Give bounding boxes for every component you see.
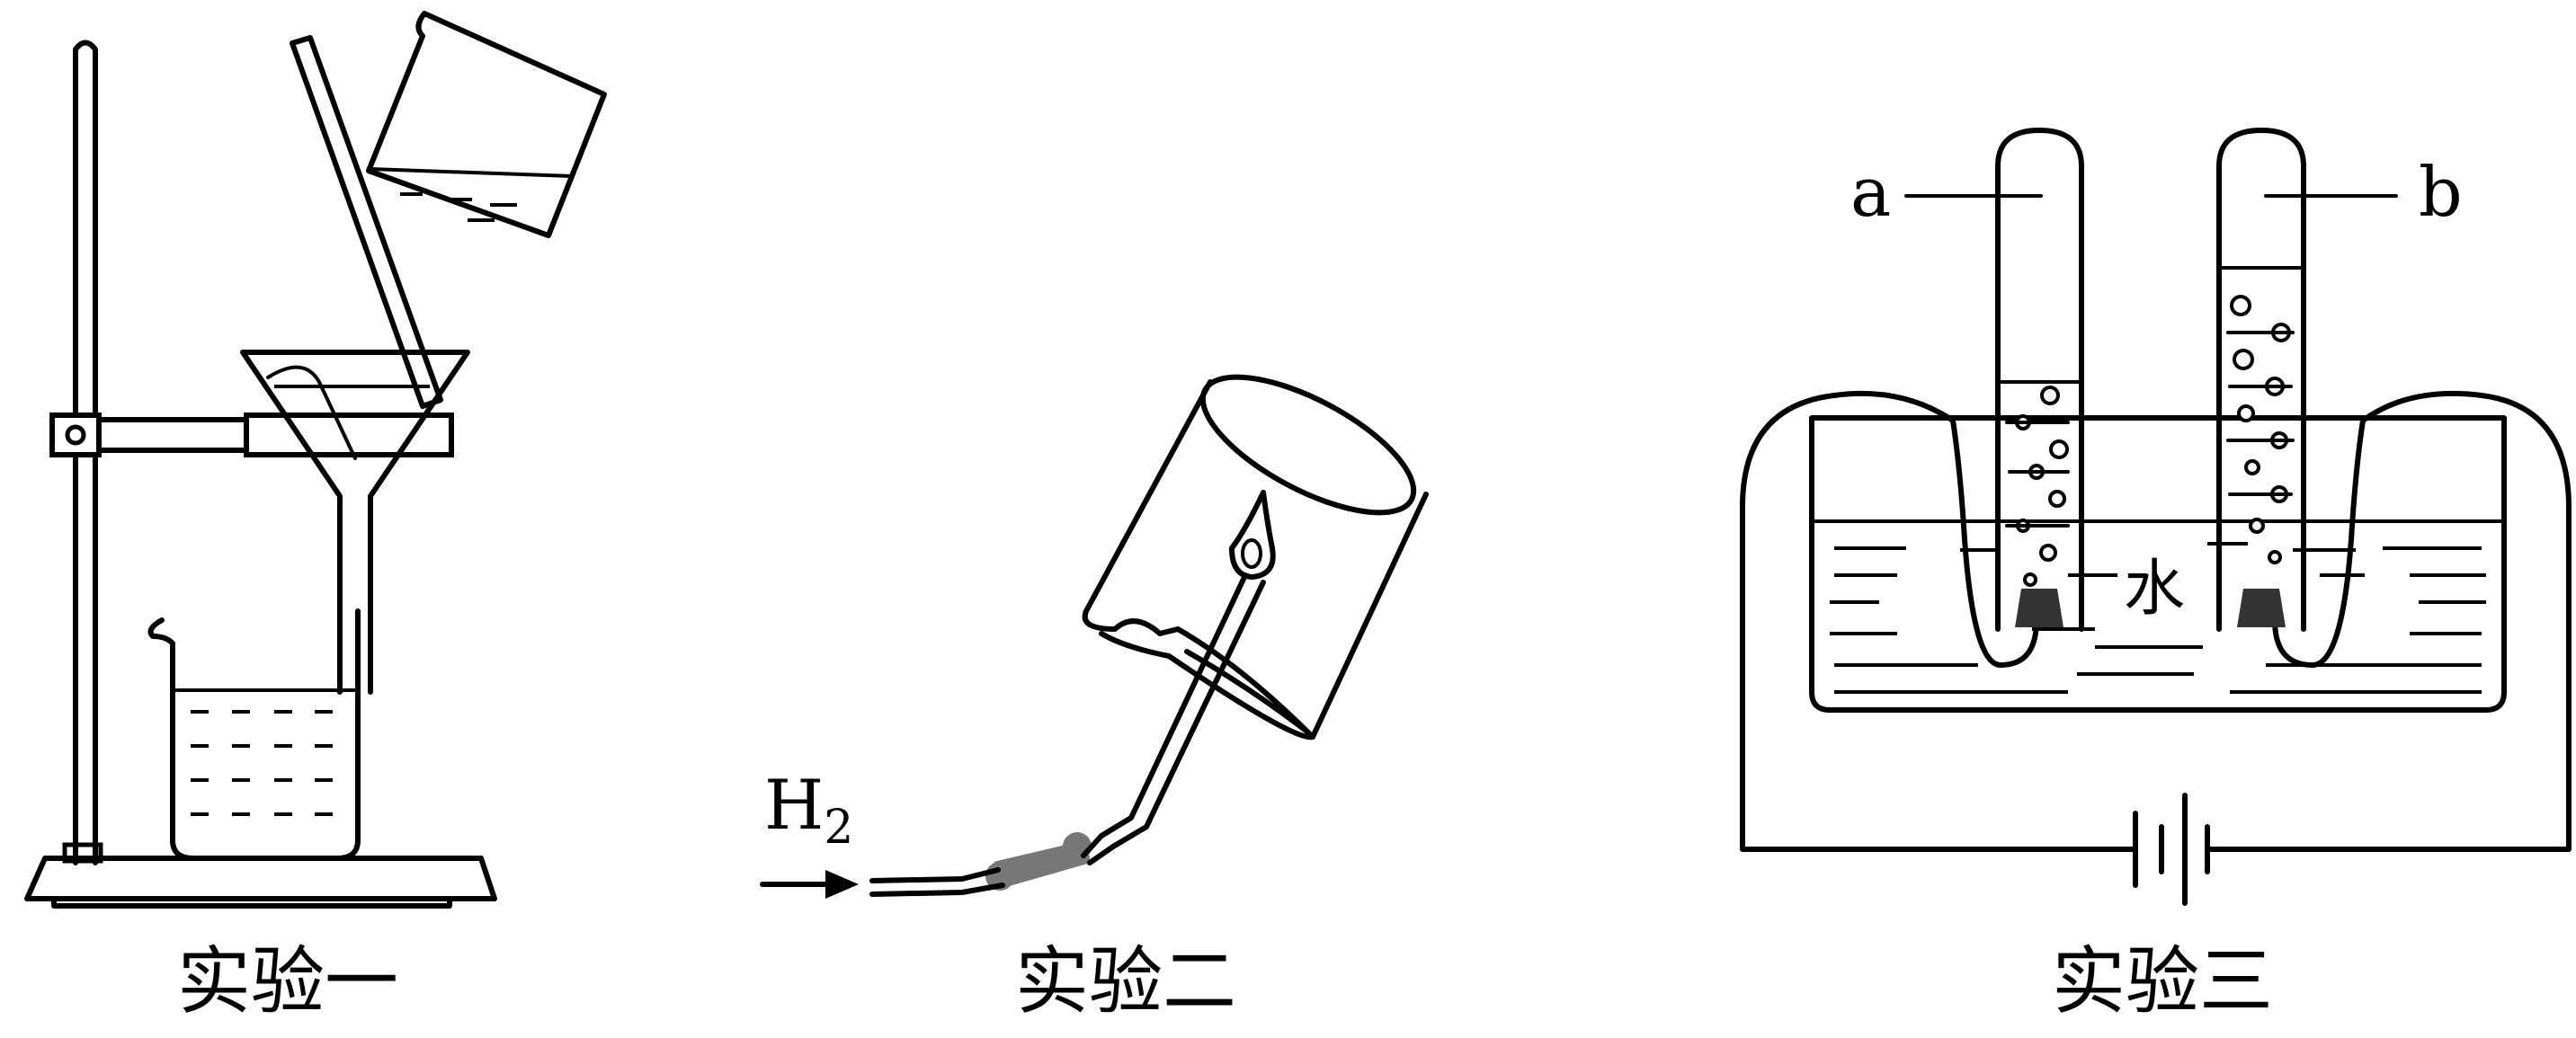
water-trough xyxy=(1809,415,2507,713)
test-tube-a xyxy=(1995,128,2084,632)
clamp-screw xyxy=(65,424,86,446)
funnel xyxy=(240,350,470,695)
test-tube-b xyxy=(2216,128,2306,632)
caption-exp2: 实验二 xyxy=(1015,939,1236,1025)
beaker-liquid xyxy=(191,710,333,816)
circuit-wire xyxy=(1740,391,2138,852)
pouring-beaker xyxy=(366,11,607,238)
battery xyxy=(2133,793,2210,906)
flame xyxy=(1229,490,1276,580)
glass-rod xyxy=(290,35,443,409)
glass-tube xyxy=(1099,572,1266,849)
caption-exp1: 实验一 xyxy=(177,939,398,1025)
caption-exp3: 实验三 xyxy=(2052,939,2273,1025)
label-h2: H2 xyxy=(764,765,853,855)
beaker-bottom xyxy=(1082,608,1315,741)
clamp-block xyxy=(49,413,102,457)
stand-rod xyxy=(73,40,98,865)
experiment-3-electrolysis: a b 水 实验三 xyxy=(1740,128,2572,1025)
inverted-beaker xyxy=(1083,379,1429,740)
label-a: a xyxy=(1850,152,1891,232)
experiment-2-hydrogen: H2 实验二 xyxy=(760,374,1429,1025)
label-b: b xyxy=(2419,152,2463,232)
experiment-1-filtration: 实验一 xyxy=(24,11,607,1025)
inlet-pipe xyxy=(869,867,1005,897)
label-water: 水 xyxy=(2124,554,2185,625)
filter-paper xyxy=(266,365,357,460)
electrode-a xyxy=(2015,589,2063,627)
stand-base xyxy=(24,856,497,901)
bubbles-tube-a xyxy=(2015,386,2069,587)
electrode-b xyxy=(2237,589,2286,627)
beaker-mouth-top xyxy=(1199,374,1417,516)
stand-base-foot xyxy=(51,896,452,909)
receiving-beaker xyxy=(147,608,361,861)
